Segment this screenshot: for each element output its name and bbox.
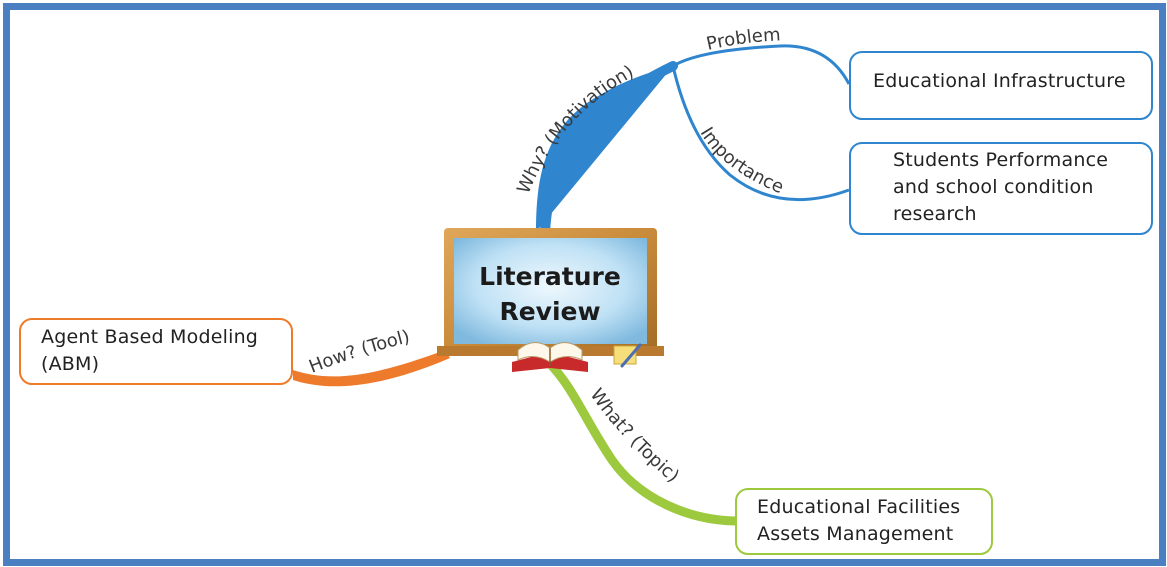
why-branch-line — [536, 66, 673, 232]
importance-branch-line — [671, 65, 850, 202]
center-title-line2: Review — [499, 297, 600, 326]
node-educational-infrastructure: Educational Infrastructure — [849, 51, 1153, 120]
node-facilities-assets-management: Educational Facilities Assets Management — [735, 488, 993, 555]
node-students-performance: Students Performance and school conditio… — [849, 142, 1153, 235]
why-branch-stroke — [540, 61, 678, 237]
node-text-line: (ABM) — [41, 353, 100, 375]
how-branch-line — [293, 350, 450, 387]
what-branch-line — [543, 357, 740, 526]
central-board: Literature Review — [437, 228, 664, 356]
node-text-line: research — [893, 203, 977, 225]
open-book-icon — [512, 342, 588, 372]
node-text-line: Agent Based Modeling — [41, 326, 259, 348]
node-text-line: and school condition — [893, 176, 1094, 198]
node-text-line: Assets Management — [757, 523, 954, 545]
importance-branch-label: Importance — [696, 124, 787, 199]
problem-branch-line — [672, 44, 851, 85]
note-pencil-icon — [613, 343, 642, 368]
node-text-line: Students Performance — [893, 149, 1109, 171]
node-agent-based-modeling: Agent Based Modeling (ABM) — [19, 318, 293, 385]
node-text-line: Educational Infrastructure — [873, 70, 1126, 92]
center-title-line1: Literature — [479, 262, 621, 291]
node-text-line: Educational Facilities — [757, 496, 961, 518]
